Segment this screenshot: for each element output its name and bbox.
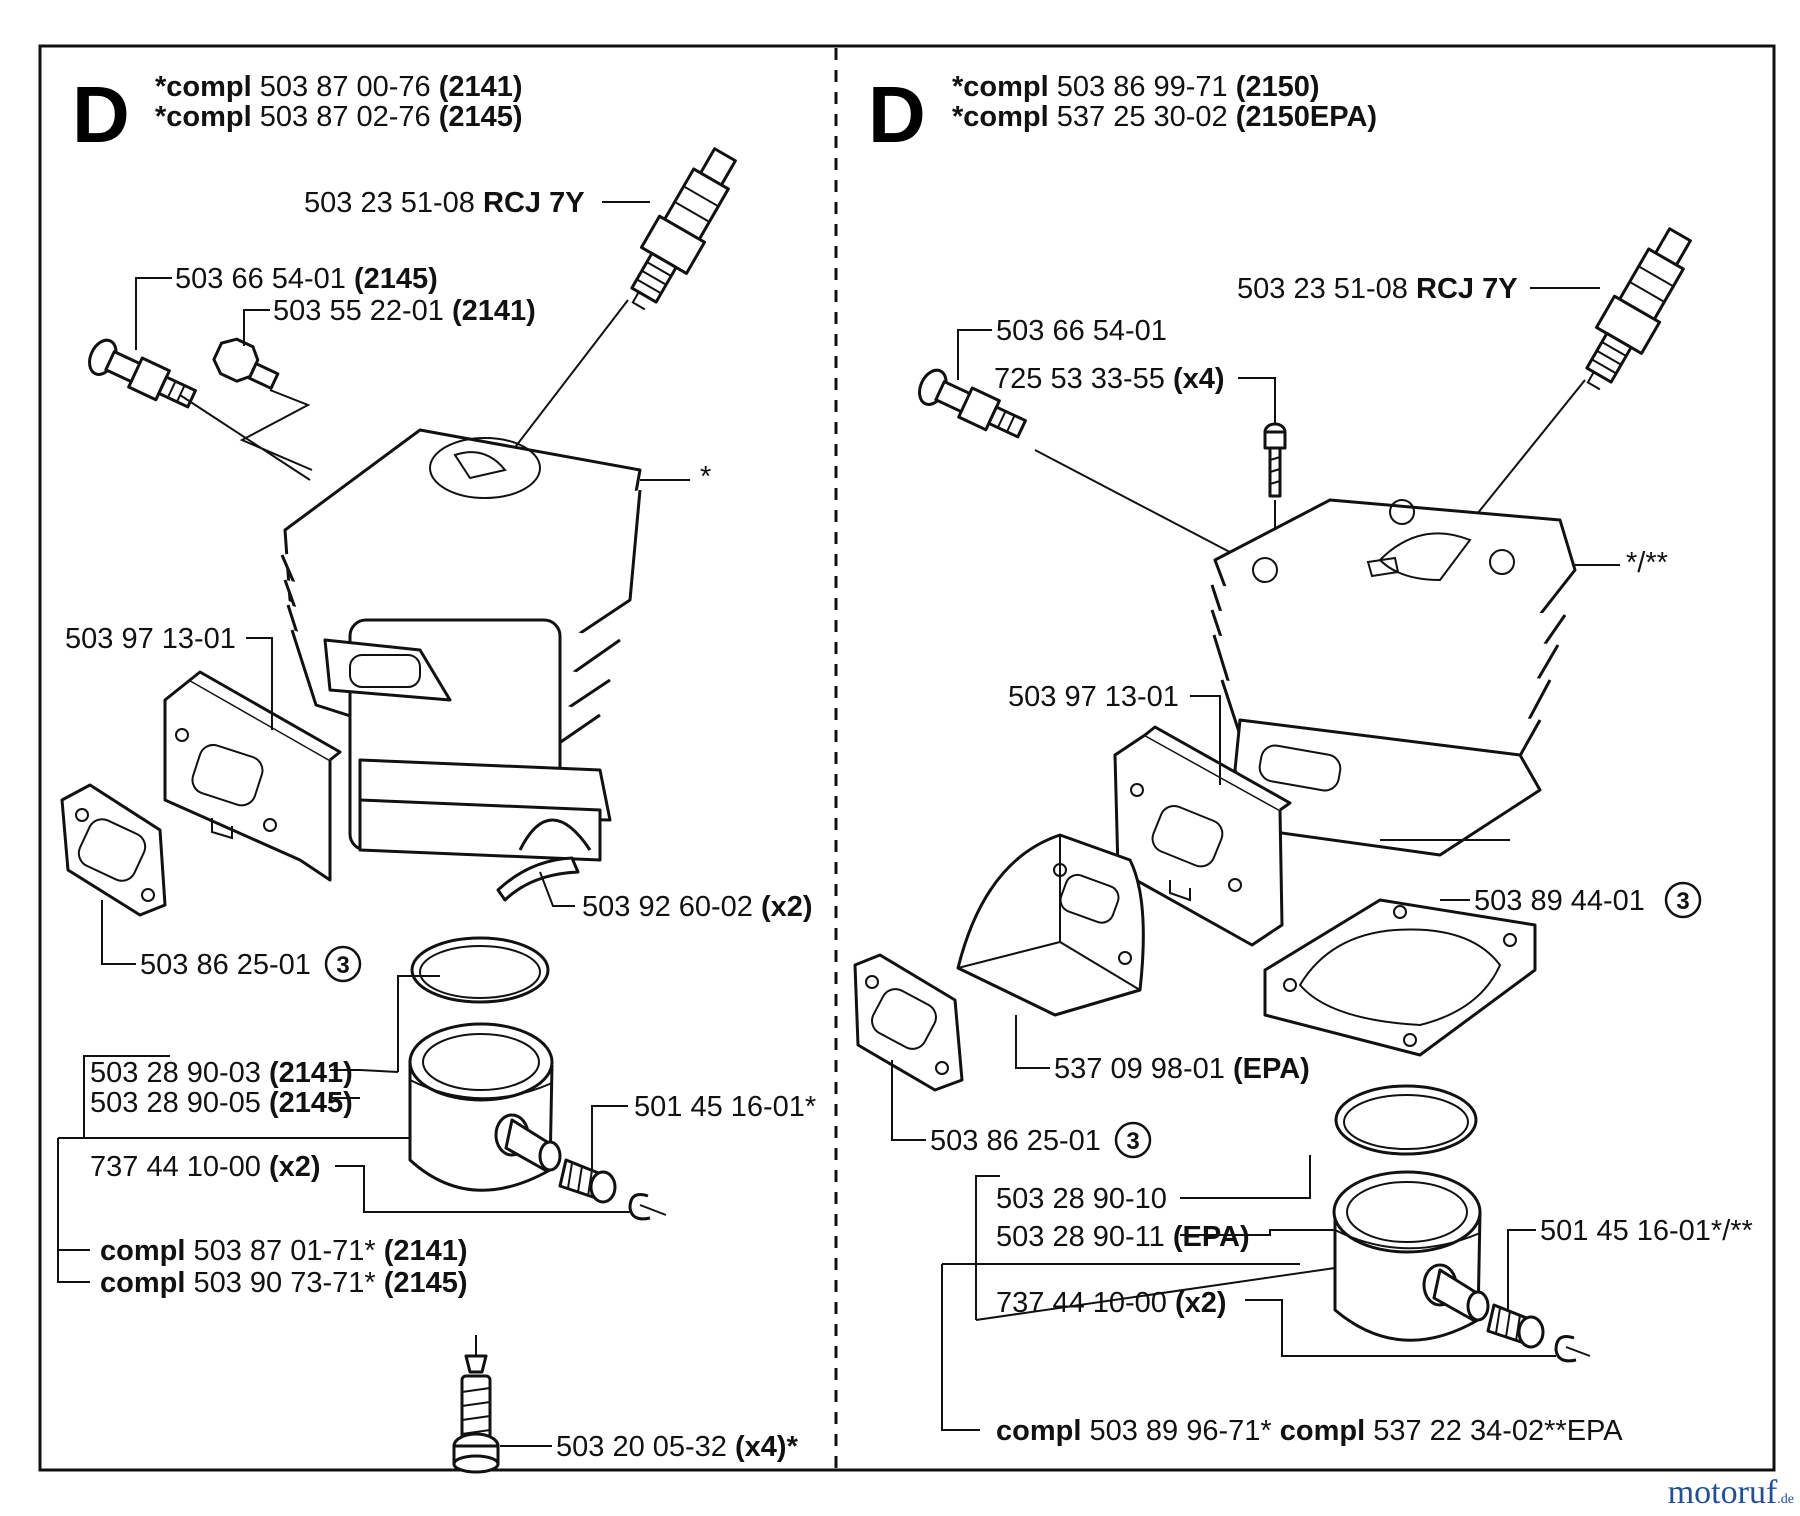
- part-label-kit-b: compl 503 90 73-71* (2145): [100, 1267, 468, 1299]
- header-line: *compl 503 86 99-71 (2150): [952, 71, 1320, 103]
- base-gasket-drawing: [1263, 898, 1537, 1057]
- exhaust-gasket-drawing: [60, 783, 167, 917]
- part-label-spark-plug: 503 23 51-08 RCJ 7Y: [304, 187, 585, 219]
- intake-gasket-plate-drawing: [163, 670, 342, 882]
- quantity-badge: [324, 945, 362, 983]
- decompression-valve-drawing: [88, 338, 197, 409]
- part-label-cylinder-mark: */**: [1626, 547, 1668, 579]
- header-line: *compl 503 87 02-76 (2145): [155, 101, 523, 133]
- part-label-deflector: 503 92 60-02 (x2): [582, 891, 813, 923]
- section-letter: D: [868, 70, 926, 159]
- part-label-bearing: 501 45 16-01*: [634, 1091, 816, 1123]
- header-prefix: *compl: [155, 71, 252, 103]
- diagram-border: [38, 44, 1776, 1472]
- header-model: (2150EPA): [1236, 101, 1377, 133]
- part-label-exhaust-gasket: 503 86 25-01: [930, 1125, 1101, 1157]
- part-label-piston-b: 503 28 90-11 (EPA): [996, 1221, 1250, 1253]
- piston-ring-drawing: [1334, 1084, 1478, 1156]
- spark-plug-drawing: [1585, 227, 1692, 391]
- header-prefix: *compl: [155, 101, 252, 133]
- cylinder-screw-drawing: [1263, 422, 1287, 498]
- part-label-bearing: 501 45 16-01*/**: [1540, 1215, 1753, 1247]
- needle-bearing-drawing: [558, 1158, 617, 1204]
- watermark-text: motoruf: [1667, 1474, 1778, 1511]
- piston-pin-drawing: [1432, 1268, 1490, 1322]
- watermark-suffix: .de: [1777, 1492, 1794, 1507]
- piston-pin-drawing: [504, 1118, 562, 1172]
- part-label-valve: 503 66 54-01: [996, 315, 1167, 347]
- header-model: (2150): [1236, 71, 1320, 103]
- header-line: *compl 537 25 30-02 (2150EPA): [952, 101, 1377, 133]
- needle-bearing-drawing: [1486, 1303, 1545, 1349]
- header-line: *compl 503 87 00-76 (2141): [155, 71, 523, 103]
- quantity-badge: [1664, 881, 1702, 919]
- part-label-exhaust-gasket: 503 86 25-01: [140, 949, 311, 981]
- circlip-drawing: [628, 1193, 651, 1221]
- part-label-kit-a: compl 503 87 01-71* (2141): [100, 1235, 468, 1267]
- header-number: 503 87 00-76: [260, 71, 431, 103]
- part-label-screw: 725 53 33-55 (x4): [994, 363, 1225, 395]
- heat-shield-drawing: [956, 833, 1145, 1017]
- quantity-badge-text: 3: [336, 952, 349, 979]
- header-number: 503 86 99-71: [1057, 71, 1228, 103]
- circlip-drawing: [1554, 1335, 1577, 1363]
- watermark: motoruf.de: [1668, 1474, 1794, 1512]
- piston-ring-drawing: [410, 936, 550, 1004]
- part-label-valve-a: 503 66 54-01 (2145): [175, 263, 438, 295]
- cylinder-drawing: [280, 428, 642, 862]
- header-model: (2141): [439, 71, 523, 103]
- quantity-badge-text: 3: [1126, 1128, 1139, 1155]
- plug-screw-drawing: [212, 337, 280, 390]
- part-label-cylinder-mark: *: [700, 461, 711, 493]
- part-label-heat-shield: 537 09 98-01 (EPA): [1054, 1053, 1310, 1085]
- spark-plug-drawing: [630, 147, 737, 311]
- part-label-piston-a: 503 28 90-10: [996, 1183, 1167, 1215]
- part-label-gasket-plate: 503 97 13-01: [65, 623, 236, 655]
- part-label-gasket-plate: 503 97 13-01: [1008, 681, 1179, 713]
- part-label-base-gasket: 503 89 44-01: [1474, 885, 1645, 917]
- header-prefix: *compl: [952, 101, 1049, 133]
- header-prefix: *compl: [952, 71, 1049, 103]
- exhaust-gasket-drawing: [853, 953, 964, 1092]
- quantity-badge: [1114, 1121, 1152, 1159]
- piston-drawing: [1332, 1170, 1482, 1342]
- piston-drawing: [408, 1022, 554, 1192]
- header-model: (2145): [439, 101, 523, 133]
- part-label-screw: 503 20 05-32 (x4)*: [556, 1431, 799, 1463]
- cylinder-drawing: [1210, 498, 1577, 857]
- deflector-drawing: [496, 856, 580, 902]
- part-label-spark-plug: 503 23 51-08 RCJ 7Y: [1237, 273, 1518, 305]
- part-label-piston-a: 503 28 90-03 (2141): [90, 1057, 353, 1089]
- section-letter: D: [72, 70, 130, 159]
- cylinder-screw-drawing: [452, 1354, 500, 1474]
- header-number: 503 87 02-76: [260, 101, 431, 133]
- quantity-badge-text: 3: [1676, 888, 1689, 915]
- part-label-kit: compl 503 89 96-71* compl 537 22 34-02**…: [996, 1415, 1623, 1447]
- part-label-valve-b: 503 55 22-01 (2141): [273, 295, 536, 327]
- decompression-valve-drawing: [918, 368, 1027, 439]
- left-panel: D *compl 503 87 00-76 (2141) *compl 503 …: [57, 70, 816, 1474]
- part-label-circlip: 737 44 10-00 (x2): [90, 1151, 321, 1183]
- part-label-piston-b: 503 28 90-05 (2145): [90, 1087, 353, 1119]
- header-number: 537 25 30-02: [1057, 101, 1228, 133]
- part-label-circlip: 737 44 10-00 (x2): [996, 1287, 1227, 1319]
- right-panel: D *compl 503 86 99-71 (2150) *compl 537 …: [853, 70, 1753, 1447]
